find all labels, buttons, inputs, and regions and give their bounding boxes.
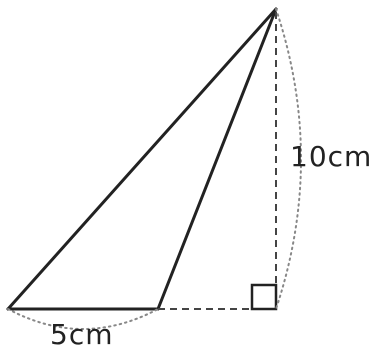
right-angle-marker <box>250 283 278 311</box>
triangle-left-side <box>6 7 278 311</box>
height-dimension-arc <box>275 8 302 310</box>
triangle-right-side <box>156 7 278 311</box>
base-dimension-arc <box>7 308 159 330</box>
base-label: 5cm <box>50 318 113 349</box>
height-label: 10cm <box>290 140 372 173</box>
